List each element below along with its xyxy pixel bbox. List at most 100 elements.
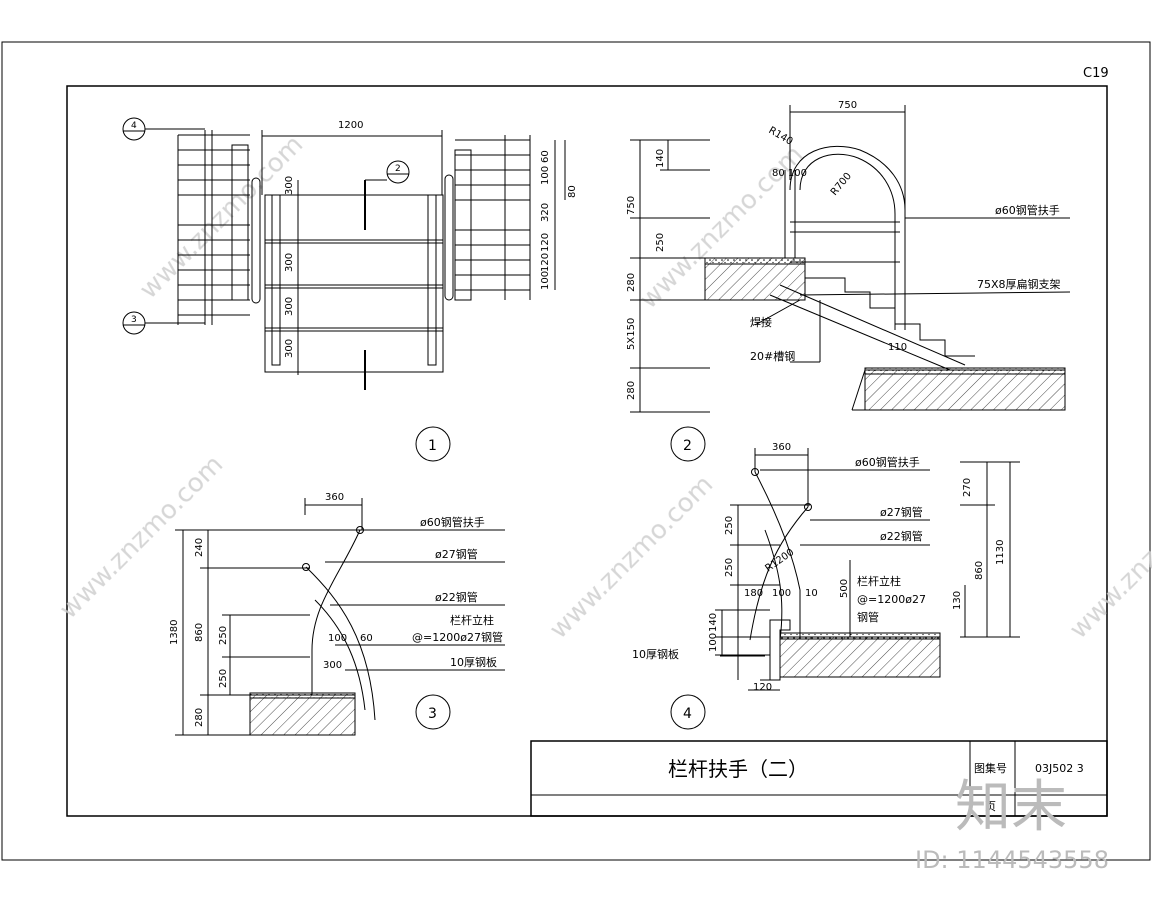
d3-dim-left-1: 240	[194, 538, 205, 557]
d3-dim-left-0: 1380	[169, 620, 180, 645]
detail-3	[175, 498, 505, 736]
d3-label-0: ø60钢管扶手	[420, 515, 485, 529]
dim-right-5: 120	[540, 253, 551, 272]
outer-border	[1, 41, 1151, 861]
callout-2	[386, 160, 410, 184]
watermark-text-1: www.znzmo.com	[134, 130, 309, 305]
d4-label-3: 栏杆立柱	[857, 574, 901, 588]
d4-dim-inner-1: 100	[772, 588, 791, 599]
dim-right-1: 100	[540, 166, 551, 185]
d3-dim-top: 360	[325, 492, 344, 503]
d4-label-1: ø27钢管	[880, 505, 923, 519]
d3-label-1: ø27钢管	[435, 547, 478, 561]
detail-1-text: 1200 4 3 2 300 300 300 300 60 100 80 320…	[131, 120, 578, 454]
d4-dim-left-0: 250	[724, 516, 735, 535]
detail-4-number-circle	[670, 694, 706, 730]
detail-1-number-circle	[415, 426, 451, 462]
d4-label-0: ø60钢管扶手	[855, 455, 920, 469]
d3-dim-inner-0: 100	[328, 633, 347, 644]
detail-1	[122, 117, 566, 462]
d2-dim-top: 750	[838, 100, 857, 111]
detail-4-number: 4	[683, 706, 692, 722]
d4-dim-right-2: 860	[974, 561, 985, 580]
d4-dim-left-2: 140	[708, 613, 719, 632]
d4-dim-left-3: 100	[708, 633, 719, 652]
d4-dim-inner-0: 180	[744, 588, 763, 599]
dim-right-4: 120	[540, 233, 551, 252]
title-block	[530, 740, 1108, 817]
callout-3-text: 3	[131, 315, 137, 325]
brand-logo: 知末	[955, 775, 1067, 840]
detail-4	[670, 448, 1020, 730]
right-stair-treads	[444, 135, 531, 301]
detail-2-text: 750 R140 R700 80 100 140 750 250 280 5X1…	[626, 100, 1061, 454]
d4-label-4: @=1200ø27	[857, 593, 926, 606]
d2-dim-left-1: 750	[626, 196, 637, 215]
d4-dim-right-0: 270	[962, 478, 973, 497]
d4-dim-inner-4: 130	[952, 591, 963, 610]
dim-left-2: 300	[284, 297, 295, 316]
page-code: C19	[1083, 66, 1109, 81]
d3-label-3: 栏杆立柱	[450, 613, 494, 627]
dim-right-3: 320	[540, 203, 551, 222]
dim-right-2: 80	[567, 185, 578, 198]
d2-dim-80-100: 80 100	[772, 168, 807, 179]
watermark-text-5: www.znzmo.com	[1064, 470, 1152, 645]
detail-2-number: 2	[683, 438, 692, 454]
watermark-text-4: www.znzmo.com	[544, 470, 719, 645]
detail-1-number: 1	[428, 438, 437, 454]
sheet-title: 栏杆扶手（二）	[668, 757, 808, 781]
d3-dim-inner-1: 60	[360, 633, 373, 644]
id-label: ID: 1144543558	[915, 846, 1109, 874]
d3-dim-left-2: 860	[194, 623, 205, 642]
dim-left-0: 300	[284, 176, 295, 195]
d3-dim-left-3: 250	[218, 626, 229, 645]
d2-label-handrail: ø60钢管扶手	[995, 203, 1060, 217]
dim-width: 1200	[338, 120, 363, 131]
detail-2-number-circle	[670, 426, 706, 462]
d4-dim-top: 360	[772, 442, 791, 453]
d2-dim-left-5: 280	[626, 381, 637, 400]
central-walkway	[264, 180, 444, 390]
d4-label-6: 10厚钢板	[632, 647, 679, 661]
d3-dim-left-4: 250	[218, 669, 229, 688]
callout-2-text: 2	[395, 164, 401, 174]
dim-left-3: 300	[284, 339, 295, 358]
left-stair-treads	[177, 130, 261, 325]
d4-label-2: ø22钢管	[880, 529, 923, 543]
d2-dim-left-3: 280	[626, 273, 637, 292]
atlas-label: 图集号	[974, 761, 1007, 775]
d2-dim-110: 110	[888, 342, 907, 353]
d2-dim-left-0: 140	[655, 149, 666, 168]
d4-dim-inner-2: 10	[805, 588, 818, 599]
d3-dim-left-5: 280	[194, 708, 205, 727]
watermark-text-3: www.znzmo.com	[54, 450, 229, 625]
d2-label-channel: 20#槽钢	[750, 350, 795, 363]
d2-dim-left-4: 5X150	[626, 318, 637, 350]
detail-3-text: 360 1380 240 860 250 250 280 100 60 300 …	[169, 492, 503, 727]
detail-2	[630, 105, 1071, 462]
d4-radius: R1200	[763, 547, 796, 575]
d2-radius-large: R700	[829, 171, 854, 198]
detail-4-text: 360 R1200 250 250 140 100 270 1130 860 1…	[632, 442, 1006, 722]
d4-label-5: 钢管	[857, 610, 879, 624]
detail-3-number: 3	[428, 706, 437, 722]
dim-left-1: 300	[284, 253, 295, 272]
d3-label-4: @=1200ø27钢管	[412, 630, 503, 644]
d2-label-bracket: 75X8厚扁钢支架	[977, 278, 1061, 291]
page-label: 页	[985, 800, 996, 813]
d3-label-5: 10厚钢板	[450, 655, 497, 669]
callout-4-text: 4	[131, 121, 137, 131]
dim-right-6: 100	[540, 271, 551, 290]
detail-3-number-circle	[415, 694, 451, 730]
d4-dim-inner-5: 120	[753, 682, 772, 693]
d2-dim-left-2: 250	[655, 233, 666, 252]
d3-dim-inner-2: 300	[323, 660, 342, 671]
d4-dim-left-1: 250	[724, 558, 735, 577]
dim-right-0: 60	[540, 150, 551, 163]
d3-label-2: ø22钢管	[435, 590, 478, 604]
d4-dim-inner-3: 500	[839, 579, 850, 598]
atlas-number: 03J502 3	[1035, 762, 1084, 775]
d2-label-weld: 焊接	[750, 315, 772, 329]
